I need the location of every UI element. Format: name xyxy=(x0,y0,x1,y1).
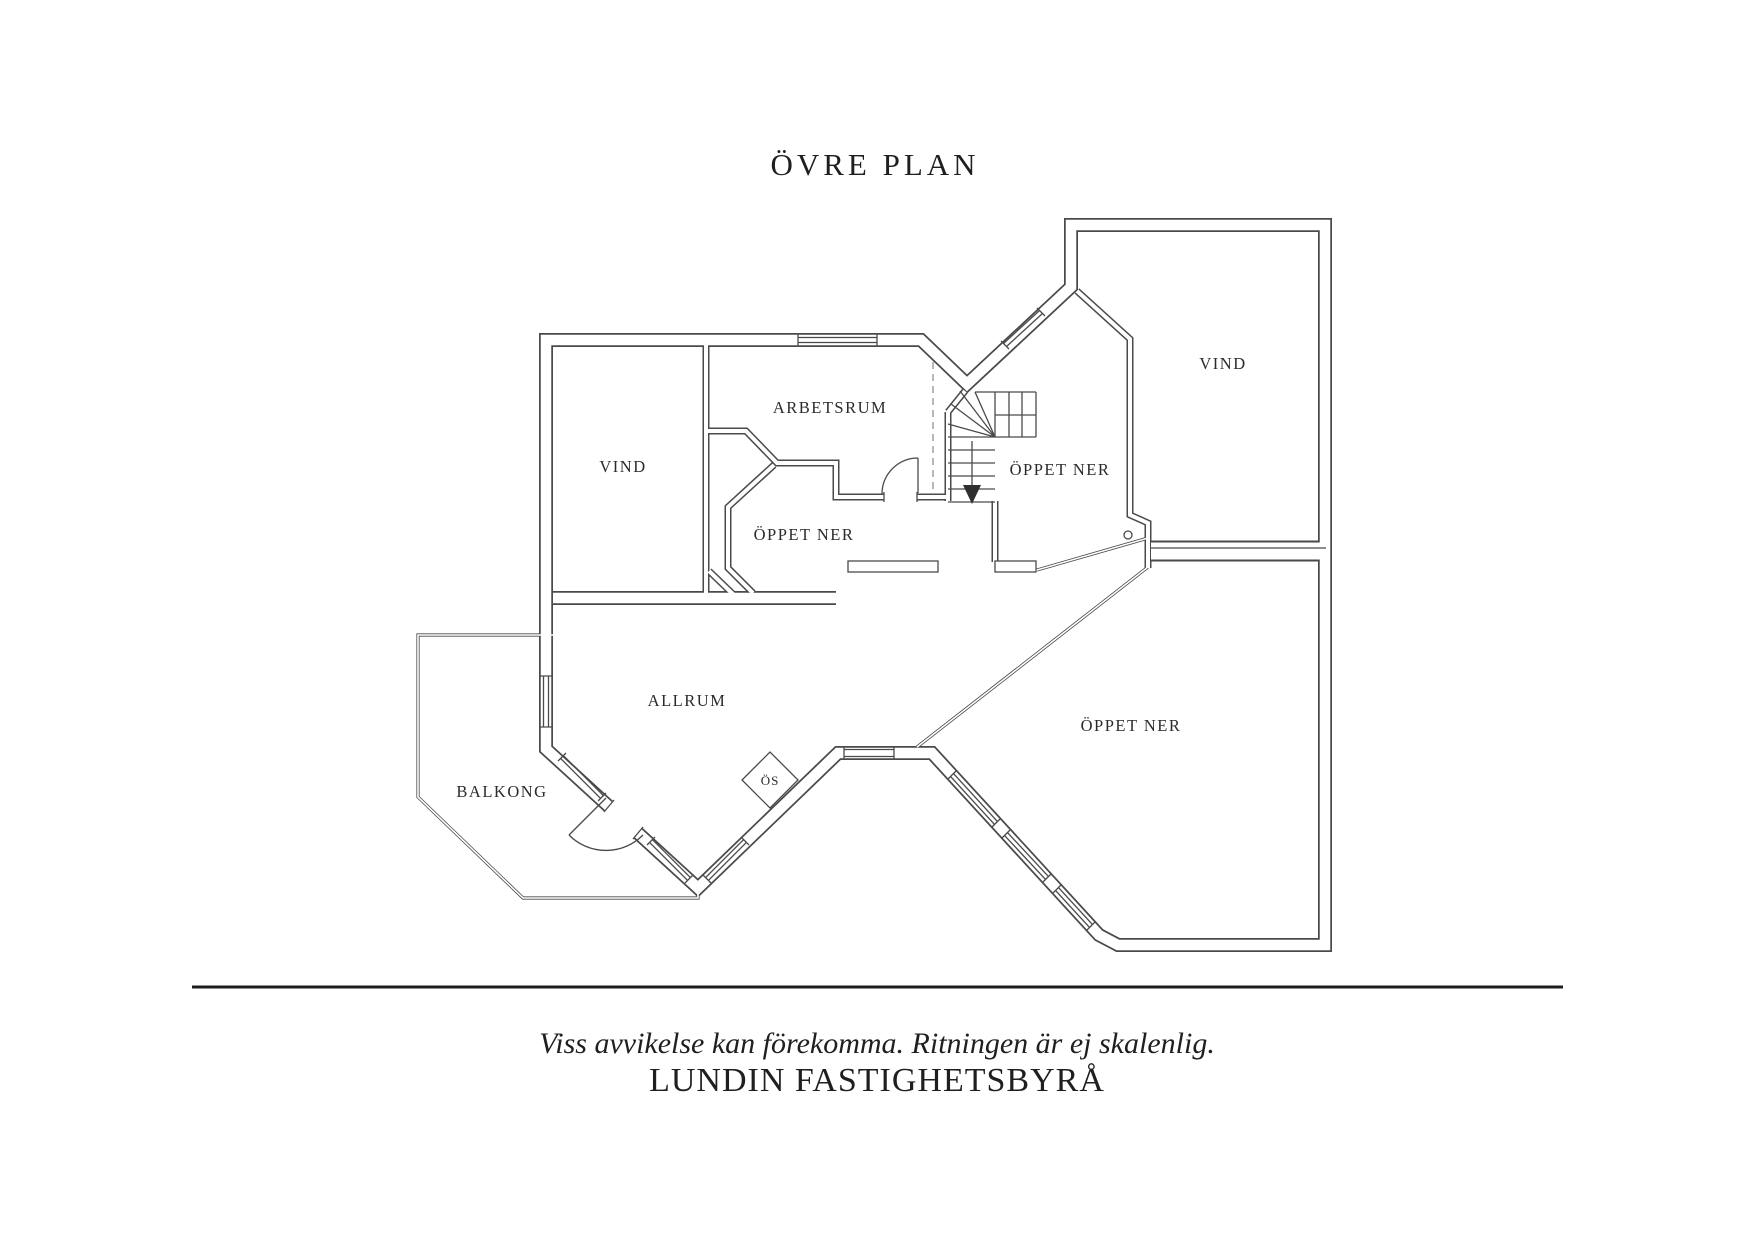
page-title: ÖVRE PLAN xyxy=(770,147,979,182)
room-label-allrum: ALLRUM xyxy=(648,691,727,710)
exterior-walls xyxy=(546,225,1325,945)
footer-disclaimer: Viss avvikelse kan förekomma. Ritningen … xyxy=(539,1027,1215,1060)
staircase xyxy=(947,390,1037,504)
door-swings xyxy=(568,457,919,852)
door-openings xyxy=(603,492,916,840)
room-label-balkong: BALKONG xyxy=(456,782,547,801)
window-symbols xyxy=(540,307,1326,931)
stairs-down-arrow xyxy=(963,485,981,504)
footer-brand: LUNDIN FASTIGHETSBYRÅ xyxy=(649,1062,1105,1099)
void-ledge-left xyxy=(847,560,939,573)
room-label-vind-left: VIND xyxy=(599,457,646,476)
room-label-os: ÖS xyxy=(761,773,780,788)
void-ledge-right xyxy=(994,560,1037,573)
room-label-vind-right: VIND xyxy=(1199,354,1246,373)
room-label-oppet-ner-small: ÖPPET NER xyxy=(754,525,855,544)
room-label-oppet-ner-right: ÖPPET NER xyxy=(1081,716,1182,735)
room-label-arbetsrum: ARBETSRUM xyxy=(773,398,887,417)
room-label-oppet-ner-stairs: ÖPPET NER xyxy=(1010,460,1111,479)
door-knob-symbol xyxy=(1123,530,1133,540)
fireplace-symbol xyxy=(741,751,799,809)
